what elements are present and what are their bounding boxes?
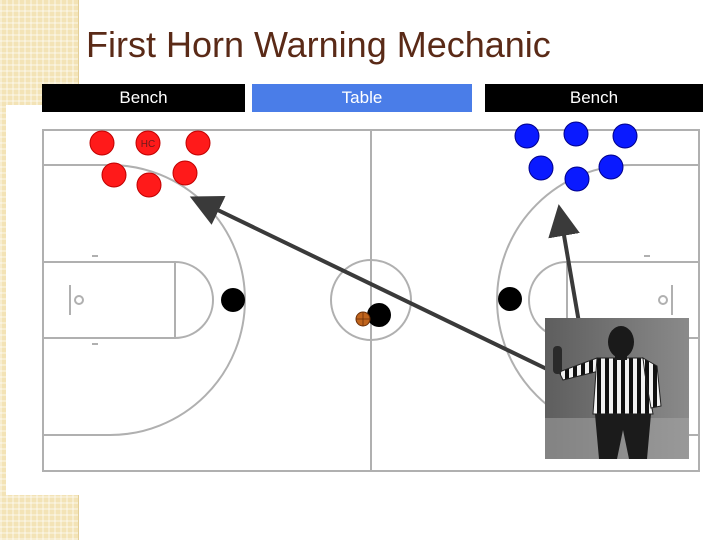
left-three-point-arc [43,164,246,436]
basketball-icon [355,311,371,327]
blue-player [564,166,590,192]
official [367,303,391,327]
official [498,287,522,311]
red-player [101,162,127,188]
red-player [172,160,198,186]
table-label: Table [252,84,472,112]
bench-left-label: Bench [42,84,245,112]
bench-right-label: Bench [485,84,703,112]
red-player [185,130,211,156]
left-hoop [74,295,84,305]
red-player [89,130,115,156]
left-key [42,261,176,339]
blue-player [563,121,589,147]
red-player [136,172,162,198]
referee-photo [545,318,689,459]
blue-player [612,123,638,149]
officials [221,287,522,327]
slide-title: First Horn Warning Mechanic [86,24,551,65]
red-player-coach [135,130,161,156]
official [221,288,245,312]
arrow-to-red-bench [189,196,554,374]
left-free-throw-arc [174,261,214,339]
blue-bench [514,121,638,192]
blue-player [598,154,624,180]
right-hoop [658,295,668,305]
center-circle [330,259,412,341]
red-bench [89,130,211,198]
blue-player [528,155,554,181]
head-coach-label: HC [141,139,155,150]
blue-player [514,123,540,149]
